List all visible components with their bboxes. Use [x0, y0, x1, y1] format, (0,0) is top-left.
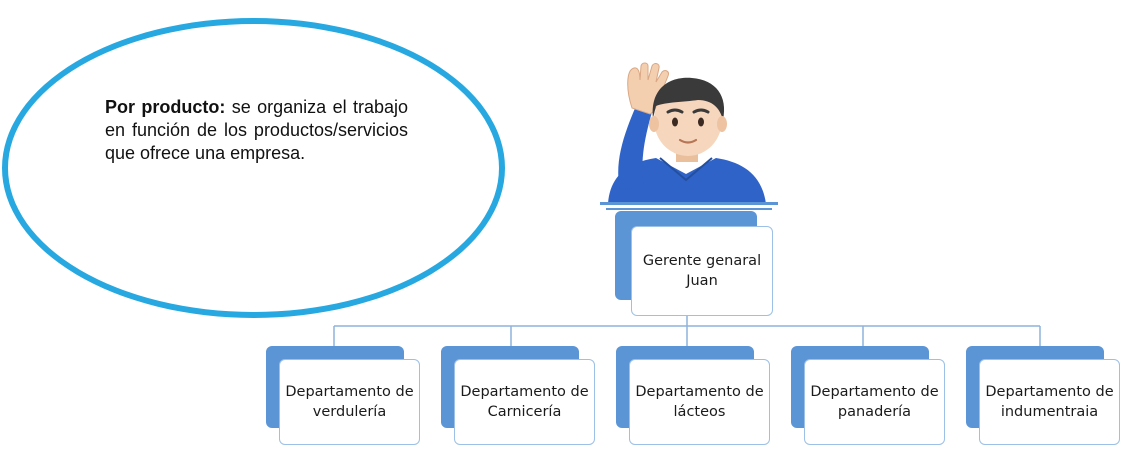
- person-raising-hand-icon: [600, 62, 778, 210]
- dept-node: Departamento de panadería: [804, 359, 945, 445]
- dept-node-label: Departamento de indumentraia: [985, 384, 1114, 420]
- callout-body: se organiza el trabajo en función de los…: [105, 97, 408, 163]
- dept-node: Departamento de verdulería: [279, 359, 420, 445]
- dept-node: Departamento de indumentraia: [979, 359, 1120, 445]
- dept-node: Departamento de lácteos: [629, 359, 770, 445]
- dept-node-label: Departamento de Carnicería: [460, 384, 589, 420]
- callout-title: Por producto:: [105, 97, 226, 117]
- callout-ellipse: [2, 18, 505, 318]
- root-node-label: Gerente genaral Juan: [642, 253, 762, 289]
- callout-text: Por producto: se organiza el trabajo en …: [105, 96, 408, 165]
- dept-node-label: Departamento de panadería: [810, 384, 939, 420]
- dept-node: Departamento de Carnicería: [454, 359, 595, 445]
- root-node: Gerente genaral Juan: [631, 226, 773, 316]
- dept-node-label: Departamento de lácteos: [635, 384, 764, 420]
- dept-node-label: Departamento de verdulería: [285, 384, 414, 420]
